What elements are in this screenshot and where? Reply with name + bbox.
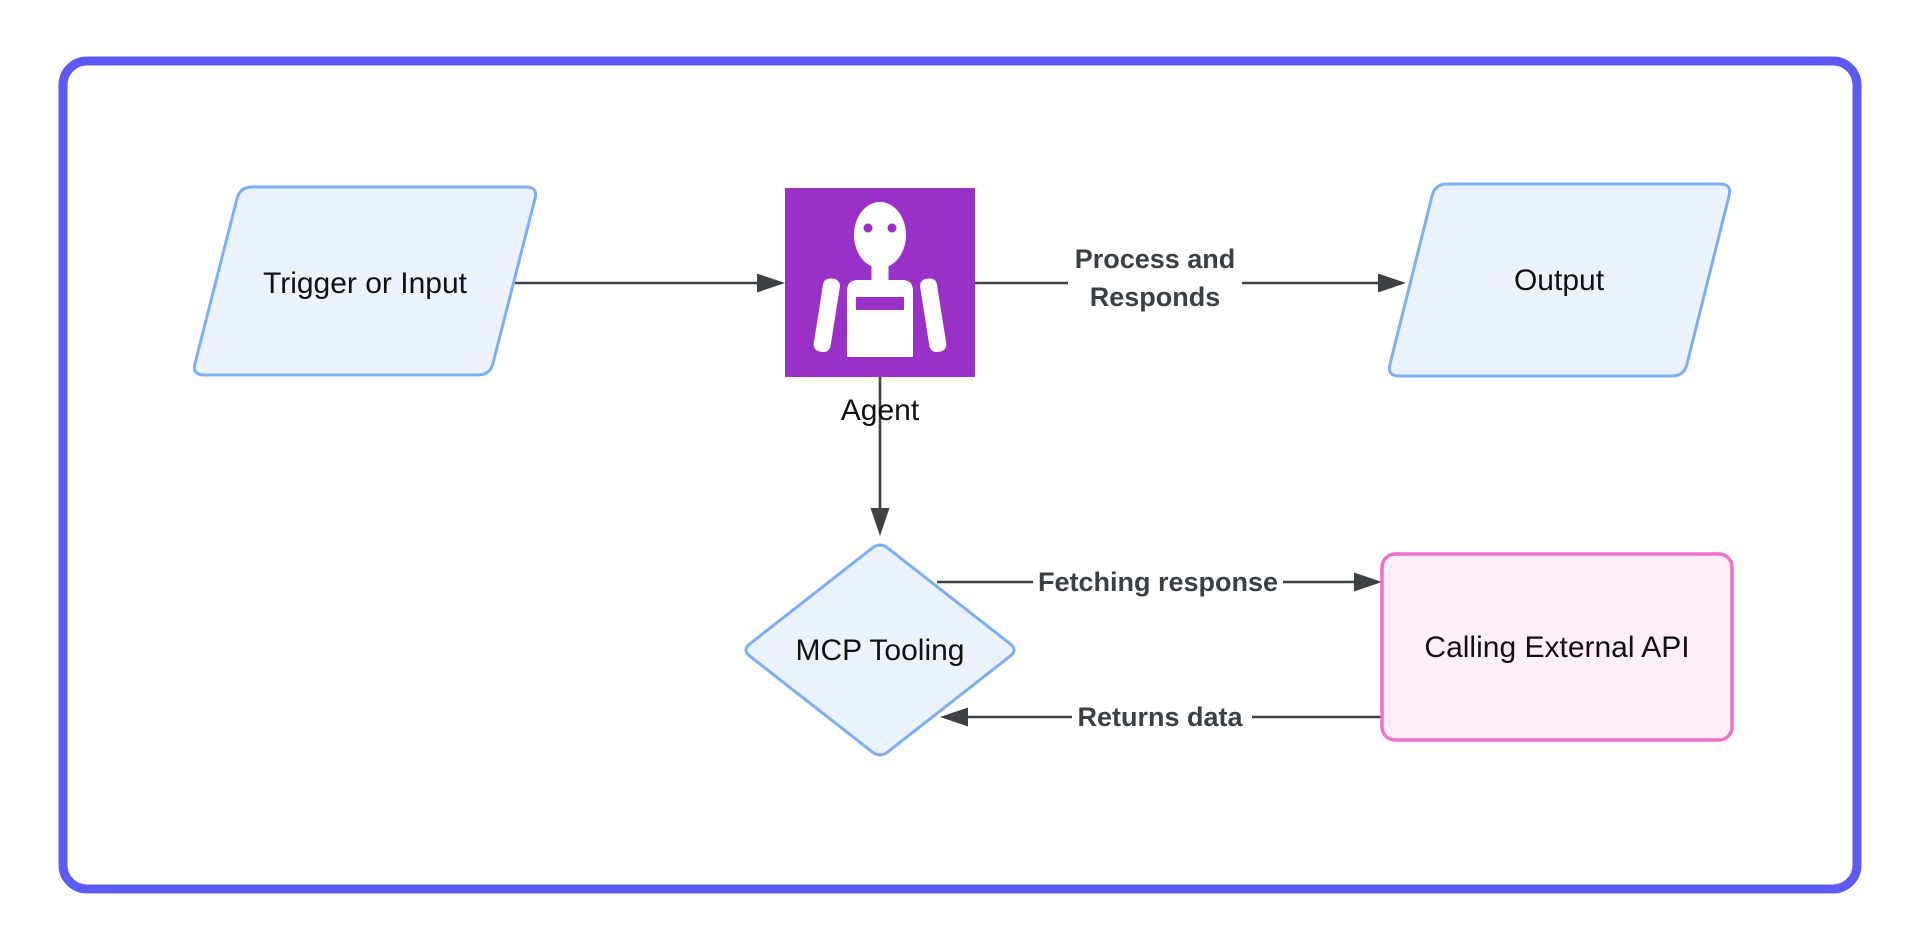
arrowhead-right-icon: [1378, 273, 1406, 293]
edge-mcp-to-api: Fetching response: [937, 567, 1382, 597]
arrowhead-right-icon: [757, 273, 785, 293]
parallelogram-shape: [1387, 182, 1732, 378]
node-calling-external-api: Calling External API: [1380, 552, 1734, 742]
robot-icon: [813, 202, 947, 357]
edge-label-fetching-response: Fetching response: [1038, 567, 1278, 597]
node-label-external-api: Calling External API: [1424, 631, 1689, 664]
arrowhead-right-icon: [1354, 572, 1382, 592]
arrowhead-down-icon: [870, 508, 890, 536]
node-label-agent: Agent: [841, 394, 920, 427]
edge-label-process-line2: Responds: [1090, 282, 1221, 312]
edge-trigger-to-agent: [514, 273, 785, 293]
parallelogram-shape: [192, 185, 538, 377]
edge-agent-to-mcp: [870, 377, 890, 536]
node-label-trigger: Trigger or Input: [263, 267, 468, 300]
node-label-output: Output: [1514, 264, 1605, 297]
node-label-mcp-tooling: MCP Tooling: [796, 634, 965, 667]
edge-label-process-line1: Process and: [1075, 244, 1236, 274]
node-output: Output: [1387, 182, 1732, 378]
edge-label-returns-data: Returns data: [1077, 702, 1243, 732]
diamond-shape: [744, 543, 1016, 757]
diagram-frame-border: [58, 56, 1862, 894]
node-mcp-tooling: MCP Tooling: [744, 543, 1016, 757]
arrowhead-left-icon: [940, 707, 968, 727]
edge-api-to-mcp: Returns data: [940, 702, 1382, 732]
node-agent: Agent: [785, 188, 975, 427]
edge-agent-to-output: Process and Responds: [975, 244, 1406, 312]
node-trigger-or-input: Trigger or Input: [192, 185, 538, 377]
api-rectangle: [1380, 552, 1734, 742]
